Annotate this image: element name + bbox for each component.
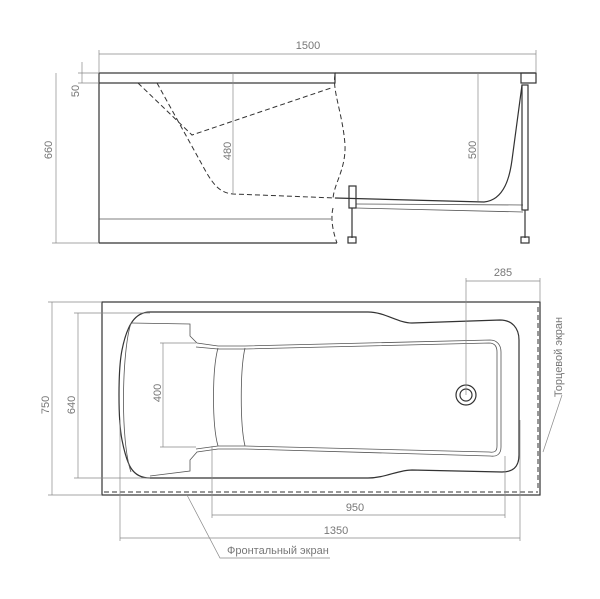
basin-outline (118, 311, 520, 479)
backrest-edge (123, 322, 132, 473)
frame (355, 207, 524, 213)
rim-outline (101, 301, 541, 496)
dim-width-label: 750 (40, 396, 52, 414)
dim-seat-width-label: 400 (152, 384, 164, 402)
dim-height-label: 660 (43, 141, 55, 159)
backrest-outline (156, 82, 336, 199)
dim-inner-length-label: 1350 (324, 525, 348, 537)
end-panel-label: Торцевой экран (553, 317, 565, 397)
leg-right-foot (520, 236, 530, 244)
break-line (331, 207, 338, 244)
dim-length-label: 1500 (296, 40, 320, 52)
headrest-lines (213, 347, 246, 447)
bottom-outline (195, 342, 498, 453)
side-view: 1500 50 660 480 500 (43, 40, 537, 244)
dim-seat-label: 480 (222, 142, 234, 160)
rim (98, 72, 336, 84)
seat-outline (137, 82, 332, 136)
front-panel-label: Фронтальный экран (227, 545, 329, 557)
seat-outline (130, 322, 502, 477)
leg-left-foot (347, 236, 357, 244)
front-panel-leader (186, 494, 330, 559)
bath-body (334, 84, 523, 203)
leg-left (348, 185, 357, 209)
dim-depth-label: 500 (467, 141, 479, 159)
dim-rim-label: 50 (70, 85, 82, 97)
end-panel-leader (542, 394, 563, 453)
dim-inner-width-label: 640 (66, 396, 78, 414)
leg-right (521, 84, 529, 211)
dim-bottom-length-label: 950 (346, 502, 364, 514)
top-view: 285 750 640 400 950 1350 Фронтальный экр… (40, 267, 565, 559)
frame (355, 203, 524, 206)
rim-end (520, 72, 537, 84)
break-line (332, 74, 346, 201)
dim-drain-label: 285 (494, 267, 512, 279)
